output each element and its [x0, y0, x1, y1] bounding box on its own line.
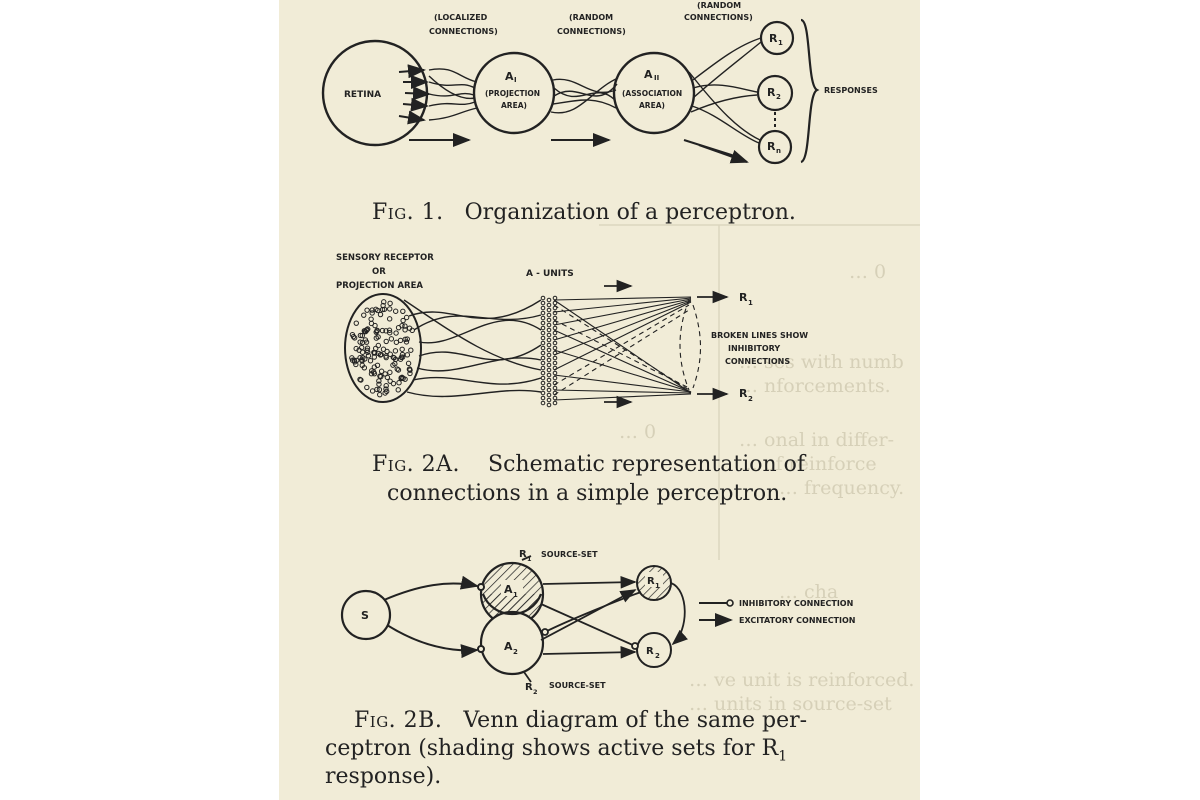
svg-text:1: 1	[527, 555, 532, 563]
svg-text:R: R	[519, 549, 527, 560]
svg-text:A - UNITS: A - UNITS	[526, 269, 574, 279]
svg-text:… cha: … cha	[779, 581, 838, 603]
svg-text:(ASSOCIATION: (ASSOCIATION	[622, 89, 682, 98]
svg-text:AREA): AREA)	[639, 101, 665, 110]
svg-text:CONNECTIONS): CONNECTIONS)	[429, 27, 498, 36]
svg-text:… 0: … 0	[619, 421, 656, 443]
svg-text:A: A	[504, 640, 513, 653]
svg-text:R: R	[646, 646, 654, 657]
svg-text:… ses with numb: … ses with numb	[739, 351, 904, 373]
svg-text:2: 2	[533, 688, 538, 696]
svg-text:… 0: … 0	[849, 261, 886, 283]
svg-text:R: R	[525, 682, 533, 693]
svg-text:R: R	[739, 387, 748, 400]
rn-node	[757, 129, 793, 165]
legend: INHIBITORY CONNECTION EXCITATORY CONNECT…	[699, 599, 856, 627]
svg-text:1: 1	[748, 299, 753, 307]
svg-text:INHIBITORY: INHIBITORY	[728, 344, 780, 353]
svg-text:BROKEN LINES SHOW: BROKEN LINES SHOW	[711, 331, 808, 340]
svg-text:R: R	[767, 140, 776, 153]
projection-area-node	[472, 51, 556, 135]
figure-2a-caption-line2: connections in a simple perceptron.	[387, 481, 788, 506]
svg-text:A: A	[644, 68, 653, 81]
r2-node	[756, 74, 794, 112]
svg-text:… units in source-set: … units in source-set	[689, 693, 892, 715]
svg-text:… frequency.: … frequency.	[779, 477, 904, 499]
svg-text:I: I	[514, 76, 517, 84]
svg-text:R: R	[767, 86, 776, 99]
svg-text:RESPONSES: RESPONSES	[824, 86, 878, 95]
figure-2b-diagram: S A 1 A 2 R 1 R 2	[340, 549, 856, 696]
association-area-node	[612, 51, 696, 135]
svg-text:SENSORY RECEPTOR: SENSORY RECEPTOR	[336, 253, 434, 263]
svg-text:2: 2	[513, 648, 518, 656]
figure-2b-caption-line3: response).	[325, 764, 442, 789]
svg-text:PROJECTION AREA: PROJECTION AREA	[336, 281, 423, 291]
svg-text:1: 1	[778, 39, 783, 47]
figure-2b-caption-line2: ceptron (shading shows active sets for R…	[325, 736, 788, 765]
figure-1-diagram: (LOCALIZED CONNECTIONS) (RANDOM CONNECTI…	[321, 1, 878, 165]
svg-text:RETINA: RETINA	[344, 90, 381, 100]
scanned-page: … ses with numb … nforcements. … onal in…	[279, 0, 920, 800]
svg-text:… of reinforce: … of reinforce	[739, 453, 877, 475]
svg-text:2: 2	[655, 652, 660, 660]
svg-text:SOURCE-SET: SOURCE-SET	[541, 550, 598, 559]
svg-text:(PROJECTION: (PROJECTION	[485, 89, 540, 98]
svg-text:CONNECTIONS): CONNECTIONS)	[557, 27, 626, 36]
svg-text:R: R	[647, 576, 655, 587]
svg-text:A: A	[504, 583, 513, 596]
svg-text:AREA): AREA)	[501, 101, 527, 110]
svg-text:R: R	[769, 32, 778, 45]
svg-text:(RANDOM: (RANDOM	[697, 1, 741, 10]
svg-text:S: S	[361, 609, 369, 622]
svg-text:II: II	[654, 74, 659, 82]
svg-text:1: 1	[655, 582, 660, 590]
svg-text:OR: OR	[372, 267, 386, 277]
svg-text:SOURCE-SET: SOURCE-SET	[549, 681, 606, 690]
svg-text:1: 1	[513, 591, 518, 599]
page-drawing: … ses with numb … nforcements. … onal in…	[321, 1, 920, 715]
figure-2b-caption-line1: Fig. 2B. Venn diagram of the same per-	[354, 708, 808, 733]
svg-text:(LOCALIZED: (LOCALIZED	[434, 13, 488, 22]
svg-text:… onal in differ-: … onal in differ-	[739, 429, 894, 451]
bleed-through-text: … ses with numb … nforcements. … onal in…	[599, 224, 920, 715]
svg-text:2: 2	[748, 395, 753, 403]
figure-2a-diagram: SENSORY RECEPTOR OR PROJECTION AREA A - …	[336, 253, 808, 409]
svg-text:n: n	[776, 147, 781, 155]
svg-text:… nforcements.: … nforcements.	[739, 375, 891, 397]
s-node	[340, 589, 392, 641]
svg-text:R: R	[739, 291, 748, 304]
r1-node	[759, 20, 795, 56]
svg-text:CONNECTIONS: CONNECTIONS	[725, 357, 790, 366]
svg-text:2: 2	[776, 93, 781, 101]
svg-text:CONNECTIONS): CONNECTIONS)	[684, 13, 753, 22]
svg-text:… ve unit is reinforced.: … ve unit is reinforced.	[689, 669, 914, 691]
figure-1-caption: Fig. 1. Organization of a perceptron.	[372, 200, 796, 225]
svg-text:EXCITATORY CONNECTION: EXCITATORY CONNECTION	[739, 616, 856, 625]
svg-text:(RANDOM: (RANDOM	[569, 13, 613, 22]
svg-text:A: A	[505, 70, 514, 83]
r2-response	[636, 632, 672, 668]
figure-2a-caption-line1: Fig. 2A. Schematic representation of	[372, 452, 806, 477]
svg-text:INHIBITORY CONNECTION: INHIBITORY CONNECTION	[739, 599, 853, 608]
